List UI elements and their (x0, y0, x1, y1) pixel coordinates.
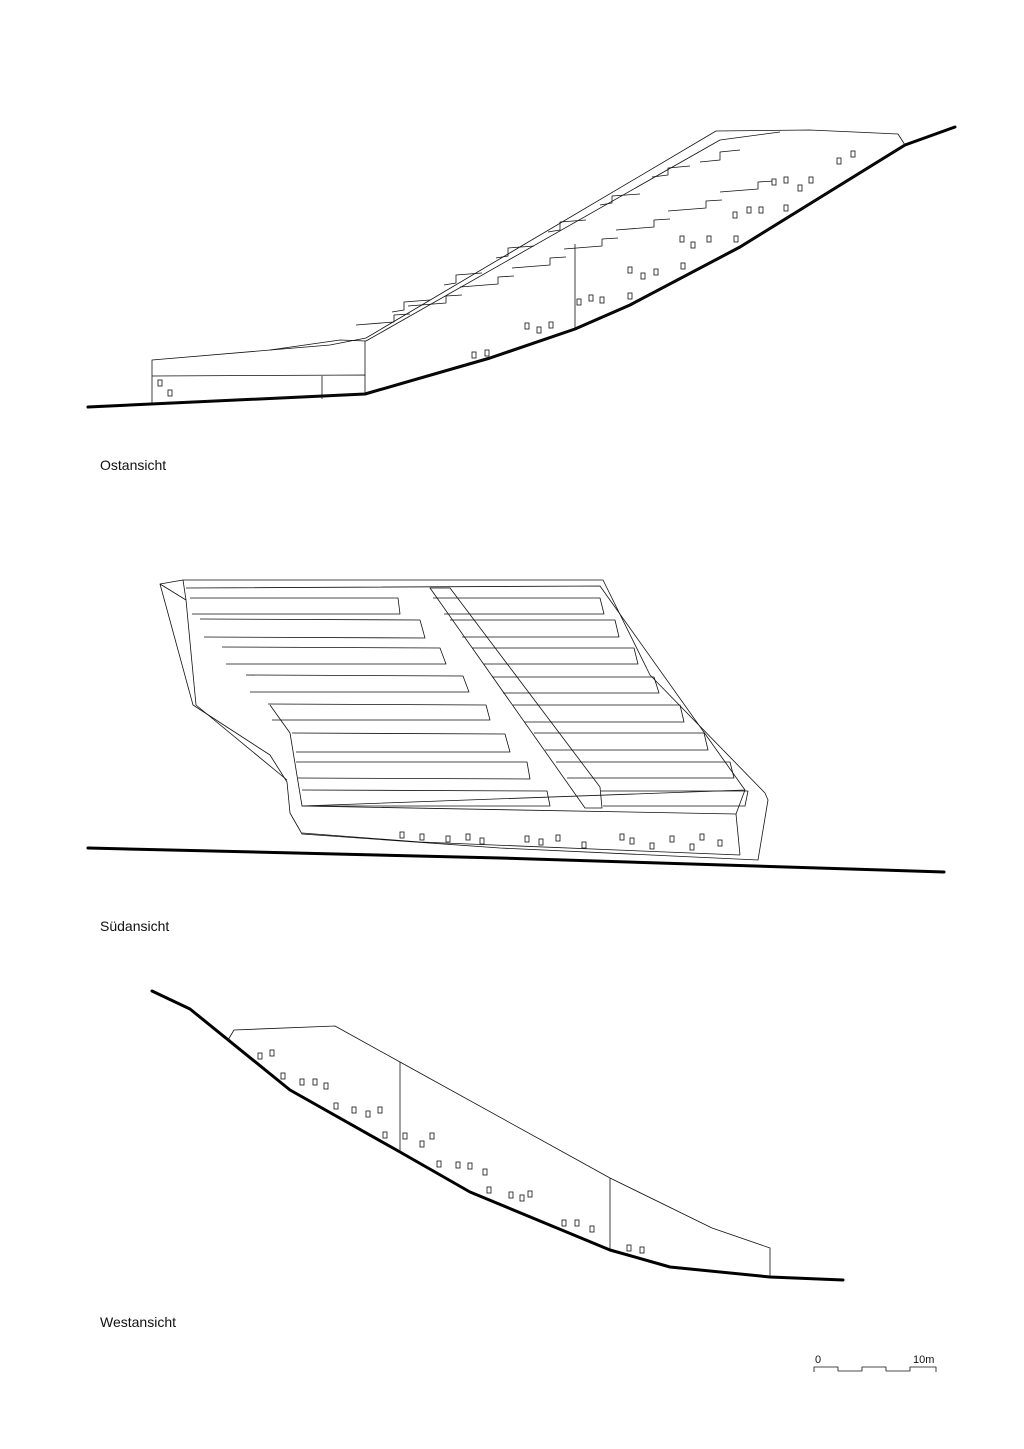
south-ground-line (86, 846, 946, 874)
south-seating-rows-right (433, 597, 749, 807)
south-elevation (86, 579, 946, 874)
east-windows (157, 150, 856, 397)
west-building-outline (227, 1025, 771, 1277)
west-windows (257, 1049, 645, 1254)
west-ground-line (150, 989, 845, 1282)
scale-bar-start-label: 0 (815, 1354, 822, 1366)
south-seating-rows-left (190, 597, 551, 807)
south-central-aisle (429, 587, 603, 809)
scale-bar (813, 1366, 937, 1372)
east-lower-terrace (151, 374, 366, 394)
scale-bar-end-label: 10m (913, 1354, 935, 1366)
west-view-label: Westansicht (100, 1314, 176, 1330)
east-roof-edge (269, 131, 781, 351)
east-building-outline (151, 129, 906, 404)
south-front-base (301, 789, 746, 815)
west-elevation (150, 989, 845, 1282)
south-seating-boundary (185, 585, 746, 807)
east-view-label: Ostansicht (100, 457, 167, 473)
south-view-label: Südansicht (100, 918, 170, 934)
east-stepped-seating (355, 149, 775, 329)
south-windows (399, 831, 723, 851)
east-elevation (86, 125, 957, 409)
south-left-side (182, 579, 288, 781)
south-building-outline (159, 579, 769, 861)
